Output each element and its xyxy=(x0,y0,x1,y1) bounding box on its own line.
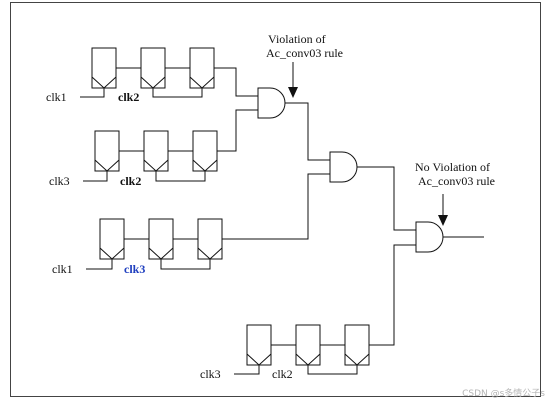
violation-label-line2: Ac_conv03 rule xyxy=(266,46,343,60)
flip-flop xyxy=(246,324,272,366)
flop-chain-group-1 xyxy=(80,47,258,98)
no-violation-label-line1: No Violation of xyxy=(415,160,490,174)
flop-chain-group-2 xyxy=(83,109,258,182)
clock-triangle-icon xyxy=(140,76,166,89)
group-1-sync-label: clk2 xyxy=(118,90,139,104)
clock-triangle-icon xyxy=(148,247,174,260)
clock-triangle-icon xyxy=(189,76,215,89)
arrow-down-icon xyxy=(288,87,298,98)
and-gate-1 xyxy=(257,87,286,119)
clock-triangle-icon xyxy=(192,159,218,172)
flip-flop xyxy=(140,47,166,89)
clock-triangle-icon xyxy=(344,353,370,366)
clock-triangle-icon xyxy=(99,247,125,260)
watermark: CSDN @s多情公子s xyxy=(462,389,545,399)
clock-triangle-icon xyxy=(295,353,321,366)
clock-triangle-icon xyxy=(91,76,117,89)
flip-flop xyxy=(143,130,169,172)
flip-flop xyxy=(148,218,174,260)
diagram-frame xyxy=(10,2,541,397)
and-gate-2 xyxy=(329,151,358,183)
group-3-clock-label: clk1 xyxy=(52,262,73,276)
clock-triangle-icon xyxy=(143,159,169,172)
clock-triangle-icon xyxy=(246,353,272,366)
flop-chain-group-4 xyxy=(234,244,416,375)
violation-label-line1: Violation of xyxy=(268,32,326,46)
flip-flop xyxy=(344,324,370,366)
arrow-down-icon xyxy=(438,215,448,226)
flip-flop xyxy=(192,130,218,172)
flip-flop xyxy=(189,47,215,89)
and-gate-3 xyxy=(415,221,444,253)
flip-flop xyxy=(197,218,223,260)
group-1-clock-label: clk1 xyxy=(46,90,67,104)
flip-flop xyxy=(295,324,321,366)
group-4-sync-label: clk2 xyxy=(272,367,293,381)
flip-flop xyxy=(91,47,117,89)
group-4-clock-label: clk3 xyxy=(200,367,221,381)
no-violation-label-line2: Ac_conv03 rule xyxy=(418,174,495,188)
flip-flop xyxy=(99,218,125,260)
clock-triangle-icon xyxy=(197,247,223,260)
flip-flop xyxy=(94,130,120,172)
group-2-clock-label: clk3 xyxy=(49,174,70,188)
flop-chain-group-3 xyxy=(86,173,330,270)
clock-triangle-icon xyxy=(94,159,120,172)
group-2-sync-label: clk2 xyxy=(120,174,141,188)
group-3-sync-label: clk3 xyxy=(124,262,145,276)
